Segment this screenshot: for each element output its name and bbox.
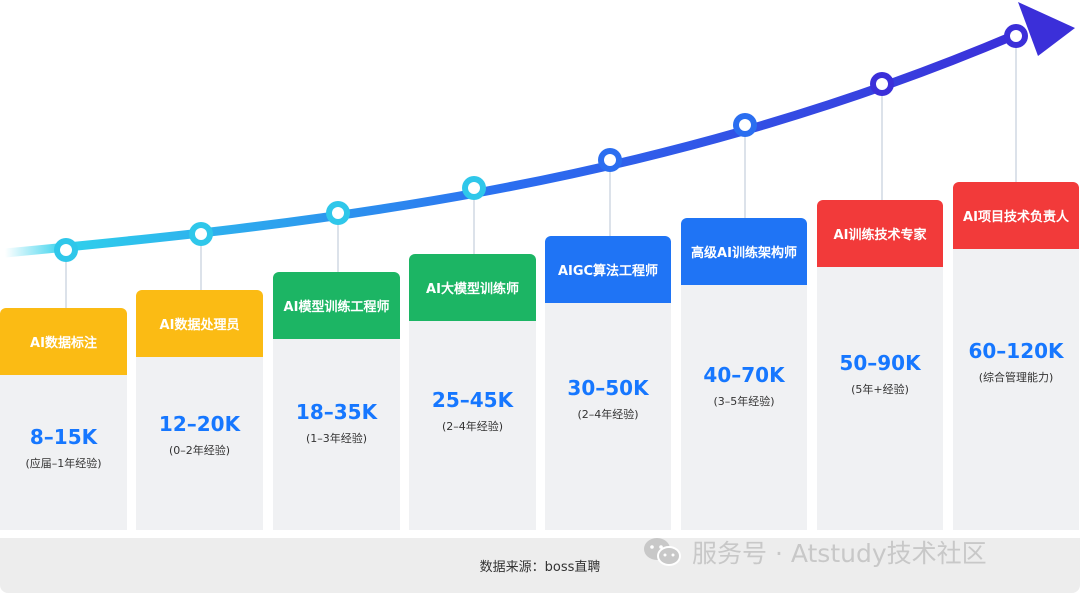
salary-range: 18–35K <box>295 400 378 425</box>
role-column: AI大模型训练师 25–45K (2–4年经验) <box>409 254 536 530</box>
footer-bar <box>0 538 1080 593</box>
role-title-tag: AI模型训练工程师 <box>273 272 400 339</box>
role-title-tag: AIGC算法工程师 <box>545 236 671 303</box>
experience-requirement: (综合管理能力) <box>978 370 1054 384</box>
milestone-node-center <box>604 154 616 166</box>
role-card <box>545 303 671 530</box>
role-card <box>817 267 943 530</box>
experience-requirement: (2–4年经验) <box>441 419 504 433</box>
milestone-node-center <box>468 182 480 194</box>
experience-requirement: (5年+经验) <box>851 383 909 397</box>
salary-range: 30–50K <box>567 375 649 400</box>
role-column: AI模型训练工程师 18–35K (1–3年经验) <box>273 272 400 530</box>
milestone-node-center <box>60 244 72 256</box>
source-note: 数据来源：boss直聘 <box>479 560 601 575</box>
experience-requirement: (应届–1年经验) <box>25 456 102 470</box>
wechat-icon <box>644 538 681 566</box>
role-column: 高级AI训练架构师 40–70K (3–5年经验) <box>681 218 807 530</box>
salary-range: 40–70K <box>703 363 785 388</box>
role-title-tag: AI数据处理员 <box>136 290 263 357</box>
watermark-text: 服务号 · Atstudy技术社区 <box>692 539 987 568</box>
role-column: AI数据标注 8–15K (应届–1年经验) <box>0 308 127 530</box>
role-title-tag: AI大模型训练师 <box>409 254 536 321</box>
role-column: AI数据处理员 12–20K (0–2年经验) <box>136 290 263 530</box>
milestone-nodes <box>54 24 1028 262</box>
salary-range: 60–120K <box>968 338 1064 363</box>
role-card <box>136 357 263 530</box>
milestone-node-center <box>1010 30 1022 42</box>
milestone-node-center <box>876 78 888 90</box>
experience-requirement: (0–2年经验) <box>168 444 231 458</box>
role-card <box>409 321 536 530</box>
milestone-node-center <box>332 207 344 219</box>
role-column: AIGC算法工程师 30–50K (2–4年经验) <box>545 236 671 530</box>
role-title-tag: AI数据标注 <box>0 308 127 375</box>
role-column: AI项目技术负责人 60–120K (综合管理能力) <box>953 182 1079 530</box>
salary-range: 12–20K <box>158 412 241 437</box>
experience-requirement: (2–4年经验) <box>577 407 639 421</box>
role-column: AI训练技术专家 50–90K (5年+经验) <box>817 200 943 530</box>
role-card <box>681 285 807 530</box>
growth-arrow-head <box>1018 2 1075 56</box>
role-title-tag: 高级AI训练架构师 <box>681 218 807 285</box>
role-title-tag: AI项目技术负责人 <box>953 182 1079 249</box>
role-title-tag: AI训练技术专家 <box>817 200 943 267</box>
experience-requirement: (3–5年经验) <box>713 395 775 409</box>
role-card <box>0 375 127 530</box>
salary-range: 50–90K <box>839 351 921 376</box>
role-card <box>273 339 400 530</box>
role-card <box>953 249 1079 530</box>
milestone-node-center <box>195 228 207 240</box>
salary-range: 25–45K <box>431 387 514 412</box>
experience-requirement: (1–3年经验) <box>305 432 368 446</box>
salary-range: 8–15K <box>29 424 98 449</box>
watermark: 服务号 · Atstudy技术社区 <box>642 534 987 570</box>
milestone-node-center <box>739 119 751 131</box>
